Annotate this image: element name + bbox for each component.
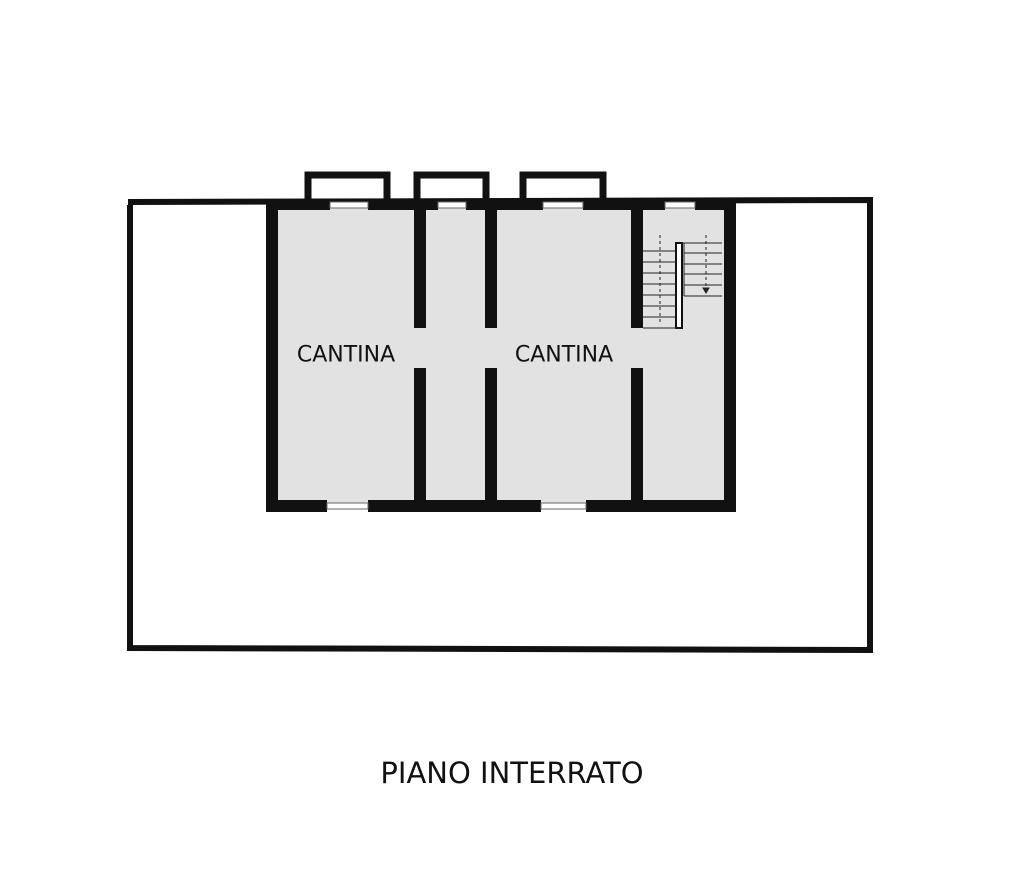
bay-windows [304, 171, 607, 204]
room-label-cantina-2: CANTINA [514, 342, 614, 368]
floor-area [274, 208, 730, 506]
room-label-cantina-1: CANTINA [296, 342, 396, 368]
walls [266, 200, 736, 512]
staircase [643, 235, 722, 329]
windows [326, 201, 696, 510]
plan-title: PIANO INTERRATO [380, 756, 644, 790]
